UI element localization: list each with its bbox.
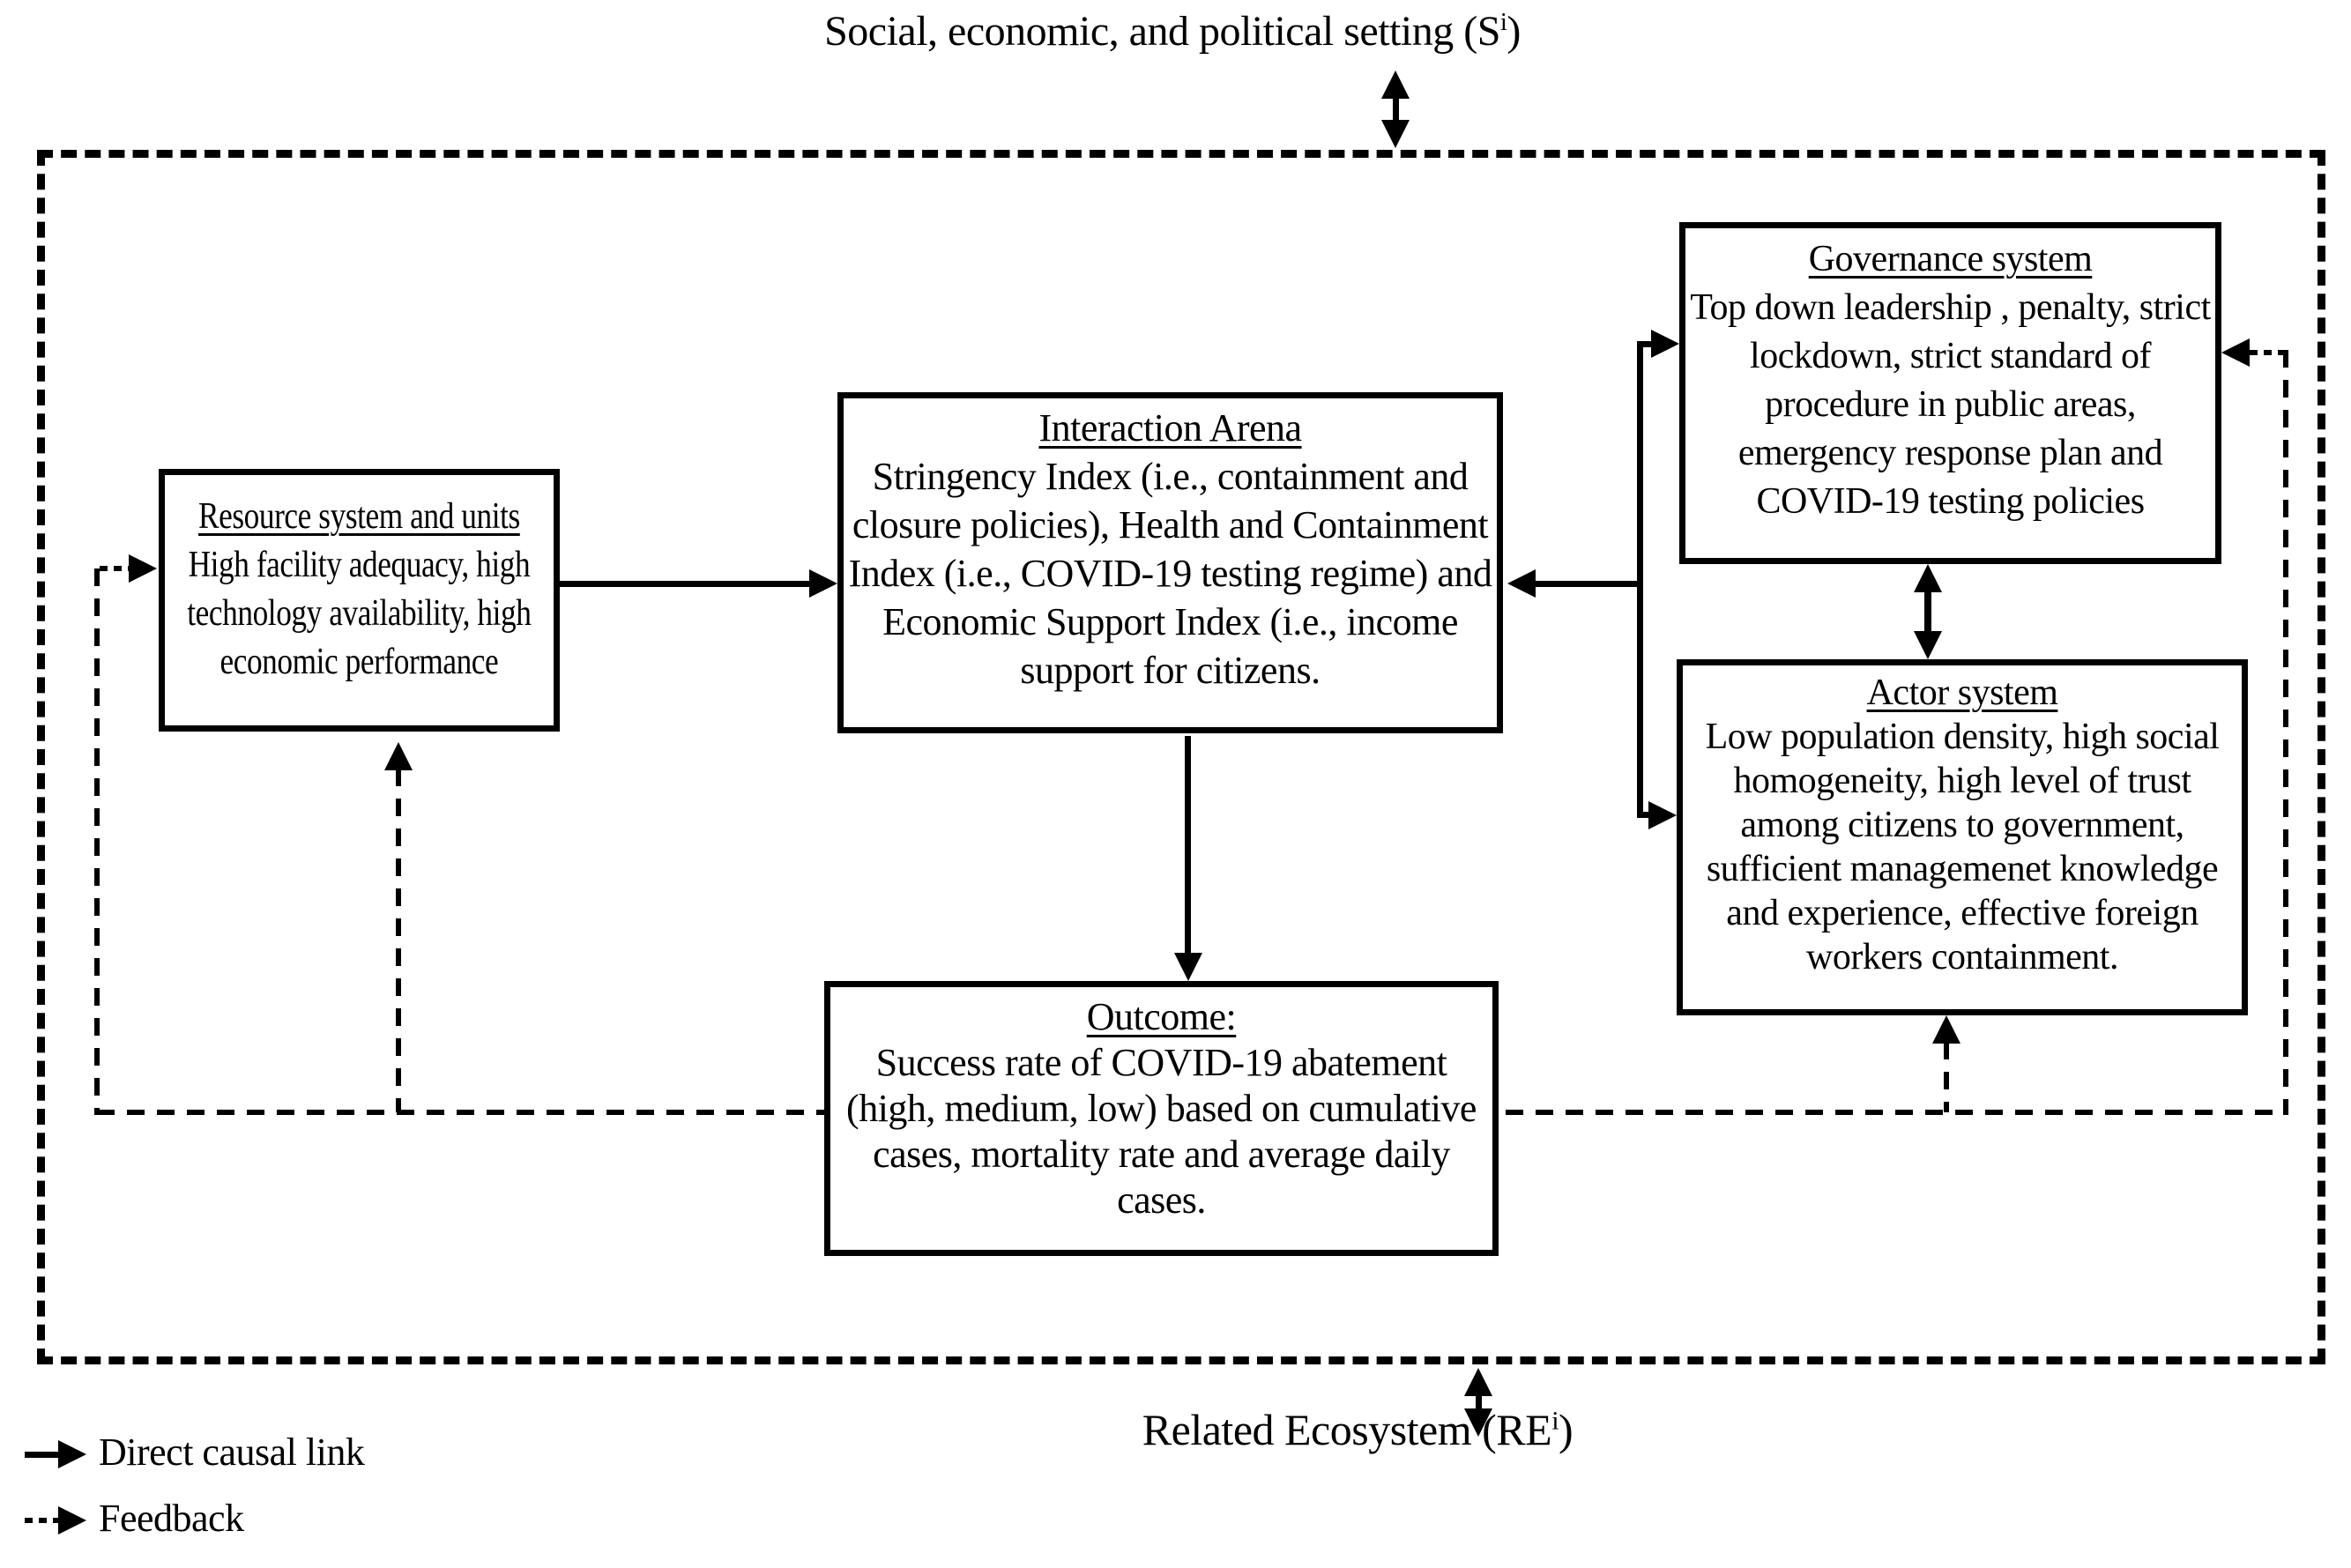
social-setting-suffix: ) <box>1507 8 1521 55</box>
junction-to-governance-arrowhead-icon <box>1651 330 1679 358</box>
outcome-title: Outcome: <box>1086 995 1237 1038</box>
top-boundary-arrowhead-up-icon <box>1381 71 1410 99</box>
interaction-arena-box: Interaction Arena Stringency Index (i.e.… <box>837 392 1503 733</box>
arena-to-outcome-arrowhead-icon <box>1174 953 1202 981</box>
gov-actor-junction-line <box>1637 341 1643 818</box>
interaction-arena-title: Interaction Arena <box>1038 406 1302 450</box>
governance-actor-arrowhead-down-icon <box>1914 631 1942 659</box>
governance-system-box: Governance system Top down leadership , … <box>1679 222 2221 564</box>
feedback-to-governance-arrowhead-icon <box>2221 338 2250 367</box>
resource-system-box: Resource system and units High facility … <box>159 469 560 732</box>
resource-system-title: Resource system and units <box>198 496 520 537</box>
resource-to-arena-line <box>560 581 815 587</box>
feedback-to-actor-arrowhead-icon <box>1932 1015 1960 1044</box>
s-superscript: i <box>1499 8 1507 36</box>
legend-direct-label: Direct causal link <box>99 1431 365 1474</box>
related-ecosystem-text: Related Ecosystem (RE <box>1142 1405 1552 1454</box>
actor-system-body: Low population density, high social homo… <box>1705 717 2220 977</box>
feedback-to-actor-line <box>1944 1042 1949 1112</box>
legend-direct-arrow-line <box>25 1452 60 1458</box>
related-ecosystem-label: Related Ecosystem (REi) <box>696 1404 2019 1455</box>
junction-to-actor-line <box>1637 812 1653 818</box>
bottom-boundary-arrow-line <box>1476 1391 1482 1414</box>
legend-feedback-label: Feedback <box>99 1497 244 1540</box>
legend-feedback-arrow-line <box>25 1518 60 1523</box>
feedback-to-resource-bottom-arrowhead-icon <box>384 742 413 770</box>
junction-to-arena-arrowhead-icon <box>1507 569 1536 598</box>
junction-to-arena-line <box>1532 581 1640 587</box>
outcome-body: Success rate of COVID-19 abatement (high… <box>846 1041 1477 1222</box>
legend-feedback-arrowhead-icon <box>58 1506 86 1535</box>
system-boundary-dashed-box <box>37 150 2325 1364</box>
feedback-to-resource-bottom-line <box>396 769 401 1112</box>
feedback-left-riser-line <box>94 568 100 1115</box>
governance-system-body: Top down leadership , penalty, strict lo… <box>1690 287 2211 522</box>
resource-to-arena-arrowhead-icon <box>809 569 837 598</box>
outcome-box: Outcome: Success rate of COVID-19 abatem… <box>824 981 1499 1256</box>
arena-to-outcome-line <box>1185 736 1191 956</box>
feedback-to-resource-left-arrowhead-icon <box>129 554 157 583</box>
social-setting-label: Social, economic, and political setting … <box>511 7 1834 56</box>
resource-system-body: High facility adequacy, high technology … <box>187 545 532 682</box>
social-setting-text: Social, economic, and political setting … <box>824 8 1500 55</box>
actor-system-box: Actor system Low population density, hig… <box>1677 659 2248 1015</box>
top-boundary-arrow-line <box>1393 95 1399 123</box>
feedback-to-governance-stub <box>2250 350 2286 355</box>
bottom-boundary-arrowhead-down-icon <box>1464 1408 1492 1437</box>
governance-actor-arrow-line <box>1924 587 1931 640</box>
feedback-to-resource-left-stub <box>100 566 130 571</box>
top-boundary-arrowhead-down-icon <box>1381 120 1410 148</box>
interaction-arena-body: Stringency Index (i.e., containment and … <box>848 455 1492 692</box>
junction-to-actor-arrowhead-icon <box>1648 801 1677 829</box>
governance-system-title: Governance system <box>1808 239 2093 279</box>
re-superscript: i <box>1551 1406 1559 1436</box>
legend-direct-arrowhead-icon <box>58 1440 86 1468</box>
related-ecosystem-suffix: ) <box>1559 1405 1574 1454</box>
junction-to-governance-line <box>1637 341 1655 347</box>
actor-system-title: Actor system <box>1866 673 2058 713</box>
feedback-right-riser-line <box>2283 350 2288 1115</box>
